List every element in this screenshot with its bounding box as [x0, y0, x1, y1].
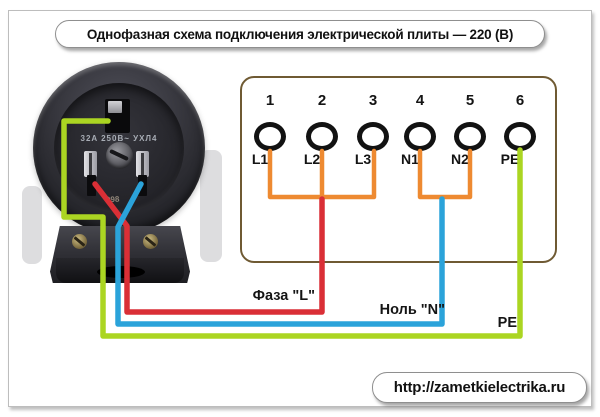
terminal-label: L1: [251, 151, 269, 167]
socket-photo: 32A 250В~ УХЛ4 998: [22, 58, 222, 284]
cable-entry-hole: [97, 266, 145, 278]
terminal-number: 1: [265, 92, 275, 109]
socket-side-tab-left: [22, 186, 42, 264]
socket-base-lip: [56, 258, 184, 283]
neutral-slot-contact: [136, 151, 149, 177]
screw-slot: [109, 148, 129, 162]
title-banner: Однофазная схема подключения электрическ…: [55, 20, 545, 48]
mount-screw-right: [143, 234, 158, 249]
terminal-label: N2: [451, 151, 469, 167]
neutral-wire-label: Ноль "N": [379, 302, 445, 318]
socket-side-tab-right: [200, 150, 222, 262]
terminal-number: 4: [415, 92, 425, 109]
ground-slot: [105, 99, 130, 133]
mount-screw-left: [72, 234, 87, 249]
terminal-number: 5: [465, 92, 475, 109]
ground-contact: [108, 101, 122, 113]
pe-wire-label: PE: [497, 315, 517, 331]
terminal-label: N1: [401, 151, 419, 167]
center-screw: [106, 142, 133, 169]
socket-marking: 998: [105, 194, 120, 205]
terminal-label: L3: [354, 151, 372, 167]
terminal-5: [454, 122, 486, 151]
terminal-1: [254, 122, 286, 151]
terminal-6: [504, 122, 536, 151]
terminal-number: 3: [368, 92, 378, 109]
terminal-2: [306, 122, 338, 151]
terminal-number: 2: [317, 92, 327, 109]
neutral-slot: [138, 175, 147, 196]
phase-slot-contact: [84, 151, 97, 177]
terminal-label: PE: [500, 151, 520, 167]
terminal-number: 6: [515, 92, 525, 109]
phase-slot: [87, 175, 96, 196]
socket-base: [50, 226, 190, 283]
page-title: Однофазная схема подключения электрическ…: [86, 26, 514, 42]
site-url: http://zametkielectrika.ru: [393, 379, 566, 396]
terminal-label: L2: [303, 151, 321, 167]
site-watermark: http://zametkielectrika.ru: [372, 372, 587, 403]
terminal-3: [357, 122, 389, 151]
phase-wire-label: Фаза "L": [252, 288, 315, 304]
terminal-4: [404, 122, 436, 151]
